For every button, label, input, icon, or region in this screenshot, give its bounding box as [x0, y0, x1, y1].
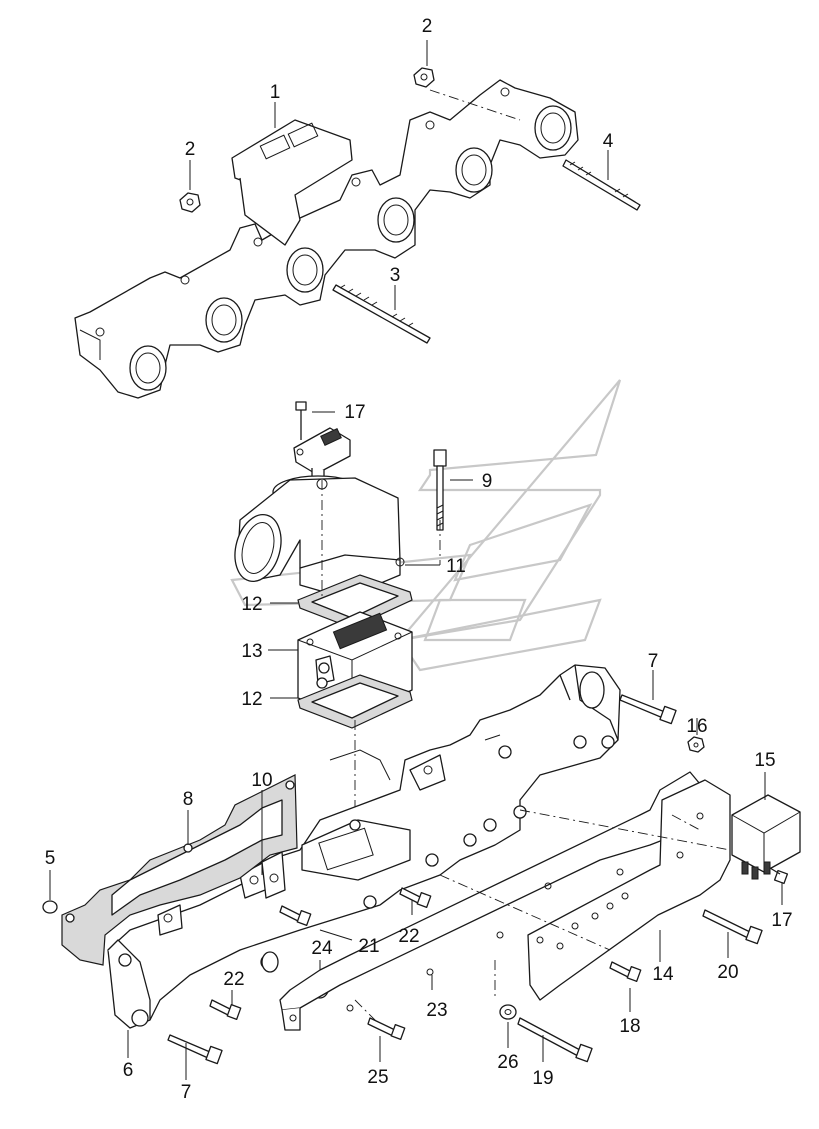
- callout-7-right: 7: [648, 651, 659, 672]
- gasket-12-lower: [297, 674, 413, 729]
- callout-21: 21: [358, 936, 379, 957]
- nut-upper-right: [413, 67, 435, 88]
- callout-6: 6: [123, 1060, 134, 1081]
- bolt-9: [433, 449, 447, 531]
- bolt-22-left: [209, 999, 242, 1020]
- callout-22-right: 22: [398, 926, 419, 947]
- callout-15: 15: [754, 750, 775, 771]
- callout-20: 20: [717, 962, 738, 983]
- callout-19: 19: [532, 1068, 553, 1089]
- callout-1: 1: [270, 82, 281, 103]
- washer-5: [42, 900, 58, 914]
- relay-15: [731, 794, 801, 880]
- bolt-19: [517, 1017, 593, 1063]
- nut-upper-left: [179, 192, 201, 213]
- callout-12-lower: 12: [241, 689, 262, 710]
- washer-26: [499, 1004, 517, 1020]
- bolt-25: [367, 1017, 406, 1040]
- callout-4: 4: [603, 131, 614, 152]
- stud-4: [562, 159, 641, 211]
- bolt-18: [609, 961, 642, 982]
- callout-14: 14: [652, 964, 674, 985]
- callout-9: 9: [482, 471, 493, 492]
- callout-3: 3: [390, 265, 401, 286]
- stud-3: [332, 284, 431, 344]
- bolt-7-left: [167, 1034, 223, 1065]
- screw-17-top: [295, 401, 307, 440]
- callout-22-left: 22: [223, 969, 244, 990]
- nut-16: [687, 736, 705, 753]
- bracket-10: [261, 851, 286, 899]
- callout-2-top: 2: [422, 16, 433, 37]
- callout-17-top: 17: [344, 402, 365, 423]
- callout-17-lower: 17: [771, 910, 792, 931]
- callout-7-left: 7: [181, 1082, 192, 1103]
- callout-23: 23: [426, 1000, 447, 1021]
- bolt-20: [702, 909, 763, 945]
- manifold-gasket: [61, 774, 298, 966]
- bolt-7-right: [619, 694, 677, 725]
- callout-24: 24: [311, 938, 333, 959]
- callout-16: 16: [686, 716, 707, 737]
- callout-10: 10: [251, 770, 272, 791]
- callout-25: 25: [367, 1067, 388, 1088]
- exhaust-elbow: [234, 475, 405, 599]
- bolt-21: [279, 905, 312, 926]
- gasket-12-upper: [297, 574, 413, 629]
- bracket-14: [527, 779, 731, 1001]
- callout-12-upper: 12: [241, 594, 262, 615]
- upper-exhaust-manifold: [74, 79, 579, 399]
- callout-13: 13: [241, 641, 262, 662]
- bolt-22-right: [399, 887, 432, 908]
- callout-5: 5: [45, 848, 56, 869]
- callout-2-left: 2: [185, 139, 196, 160]
- callout-26: 26: [497, 1052, 518, 1073]
- heat-shield-23: [279, 771, 706, 1031]
- callout-8: 8: [183, 789, 194, 810]
- callout-18: 18: [619, 1016, 640, 1037]
- callout-11: 11: [446, 556, 466, 577]
- screw-17-lower: [769, 867, 789, 885]
